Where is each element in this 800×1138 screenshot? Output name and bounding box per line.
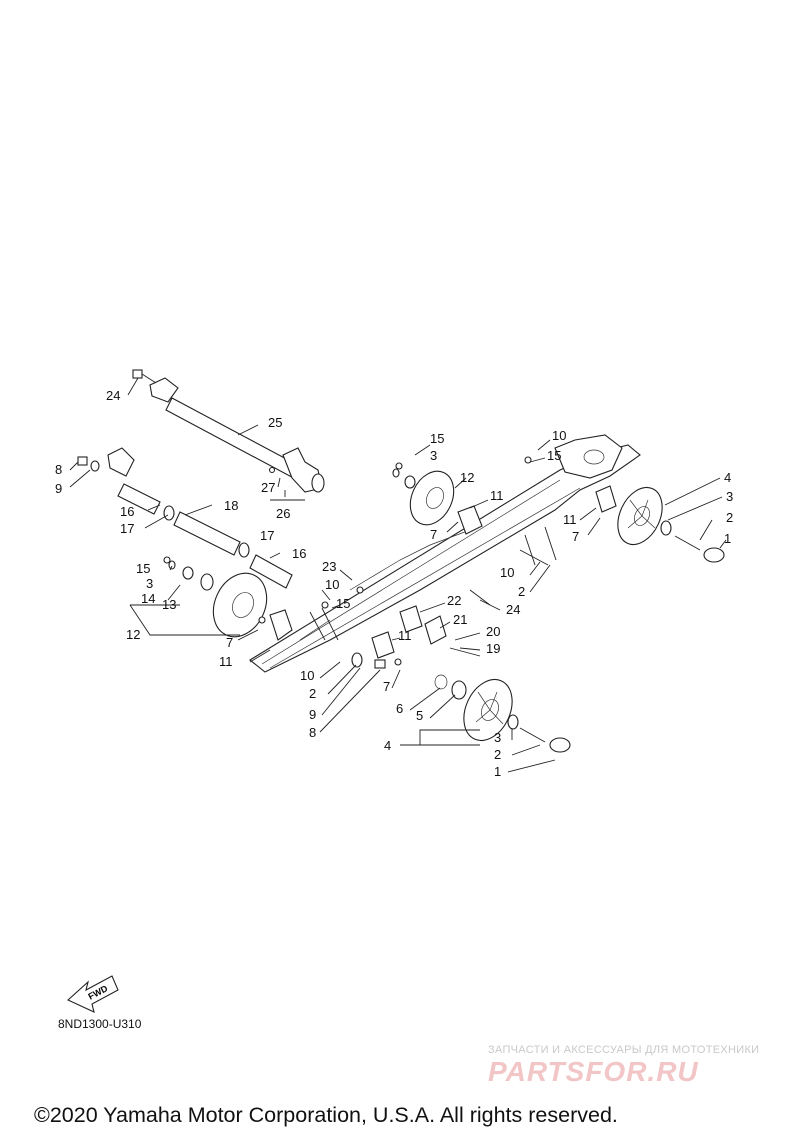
diagram-code: 8ND1300-U310 [58,1017,142,1031]
callout-10: 10 [552,428,566,443]
callout-7: 7 [430,527,437,542]
callout-16: 16 [292,546,306,561]
callout-17: 17 [120,521,134,536]
callout-16: 16 [120,504,134,519]
callout-1: 1 [494,764,501,779]
callout-26: 26 [276,506,290,521]
callout-24: 24 [506,602,520,617]
bolt-icon [77,456,100,472]
slide-rail [249,434,641,673]
callout-11: 11 [219,654,233,669]
callout-13: 13 [162,597,176,612]
watermark-logo: PARTSFOR.RU [488,1056,699,1087]
callout-11: 11 [398,628,412,643]
callout-15: 15 [136,561,150,576]
callout-11: 11 [490,488,504,503]
callout-22: 22 [447,593,461,608]
fwd-arrow-icon: FWD [67,975,119,1013]
callout-11: 11 [563,512,577,527]
callout-18: 18 [224,498,238,513]
callout-15: 15 [430,431,444,446]
callout-10: 10 [500,565,514,580]
callout-24: 24 [106,388,120,403]
upper-shaft [149,377,325,493]
callout-4: 4 [384,738,391,753]
bushing-blocks [351,549,549,669]
callout-10: 10 [300,668,314,683]
callout-7: 7 [383,679,390,694]
callout-17: 17 [260,528,274,543]
watermark-tagline: ЗАПЧАСТИ И АКСЕССУАРЫ ДЛЯ МОТОТЕХНИКИ [488,1044,760,1056]
callout-2: 2 [726,510,733,525]
callout-2: 2 [518,584,525,599]
spoked-wheel-right [595,485,725,563]
leader-lines [69,377,727,773]
callout-7: 7 [572,529,579,544]
callout-25: 25 [268,415,282,430]
callout-1: 1 [724,531,731,546]
callout-3: 3 [146,576,153,591]
idler-wheel-upper [392,468,483,535]
callout-9: 9 [55,481,62,496]
callout-12: 12 [126,627,140,642]
callout-2: 2 [494,747,501,762]
callout-15: 15 [547,448,561,463]
callout-3: 3 [494,730,501,745]
callout-27: 27 [261,480,275,495]
callout-12: 12 [460,470,474,485]
callout-9: 9 [309,707,316,722]
callouts: 24 25 8 9 27 26 16 17 18 17 16 15 3 14 1… [55,388,733,779]
callout-19: 19 [486,641,500,656]
callout-2: 2 [309,686,316,701]
callout-4: 4 [724,470,731,485]
callout-3: 3 [726,489,733,504]
callout-23: 23 [322,559,336,574]
callout-21: 21 [453,612,467,627]
callout-8: 8 [55,462,62,477]
callout-20: 20 [486,624,500,639]
callout-5: 5 [416,708,423,723]
bolt-icon [163,456,557,666]
callout-14: 14 [141,591,155,606]
callout-6: 6 [396,701,403,716]
callout-7: 7 [226,635,233,650]
callout-15: 15 [336,596,350,611]
lower-shaft-group [107,447,293,589]
copyright-footer: ©2020 Yamaha Motor Corporation, U.S.A. A… [34,1103,618,1127]
callout-10: 10 [325,577,339,592]
callout-8: 8 [309,725,316,740]
callout-3: 3 [430,448,437,463]
spoked-wheel-lower [434,674,571,753]
